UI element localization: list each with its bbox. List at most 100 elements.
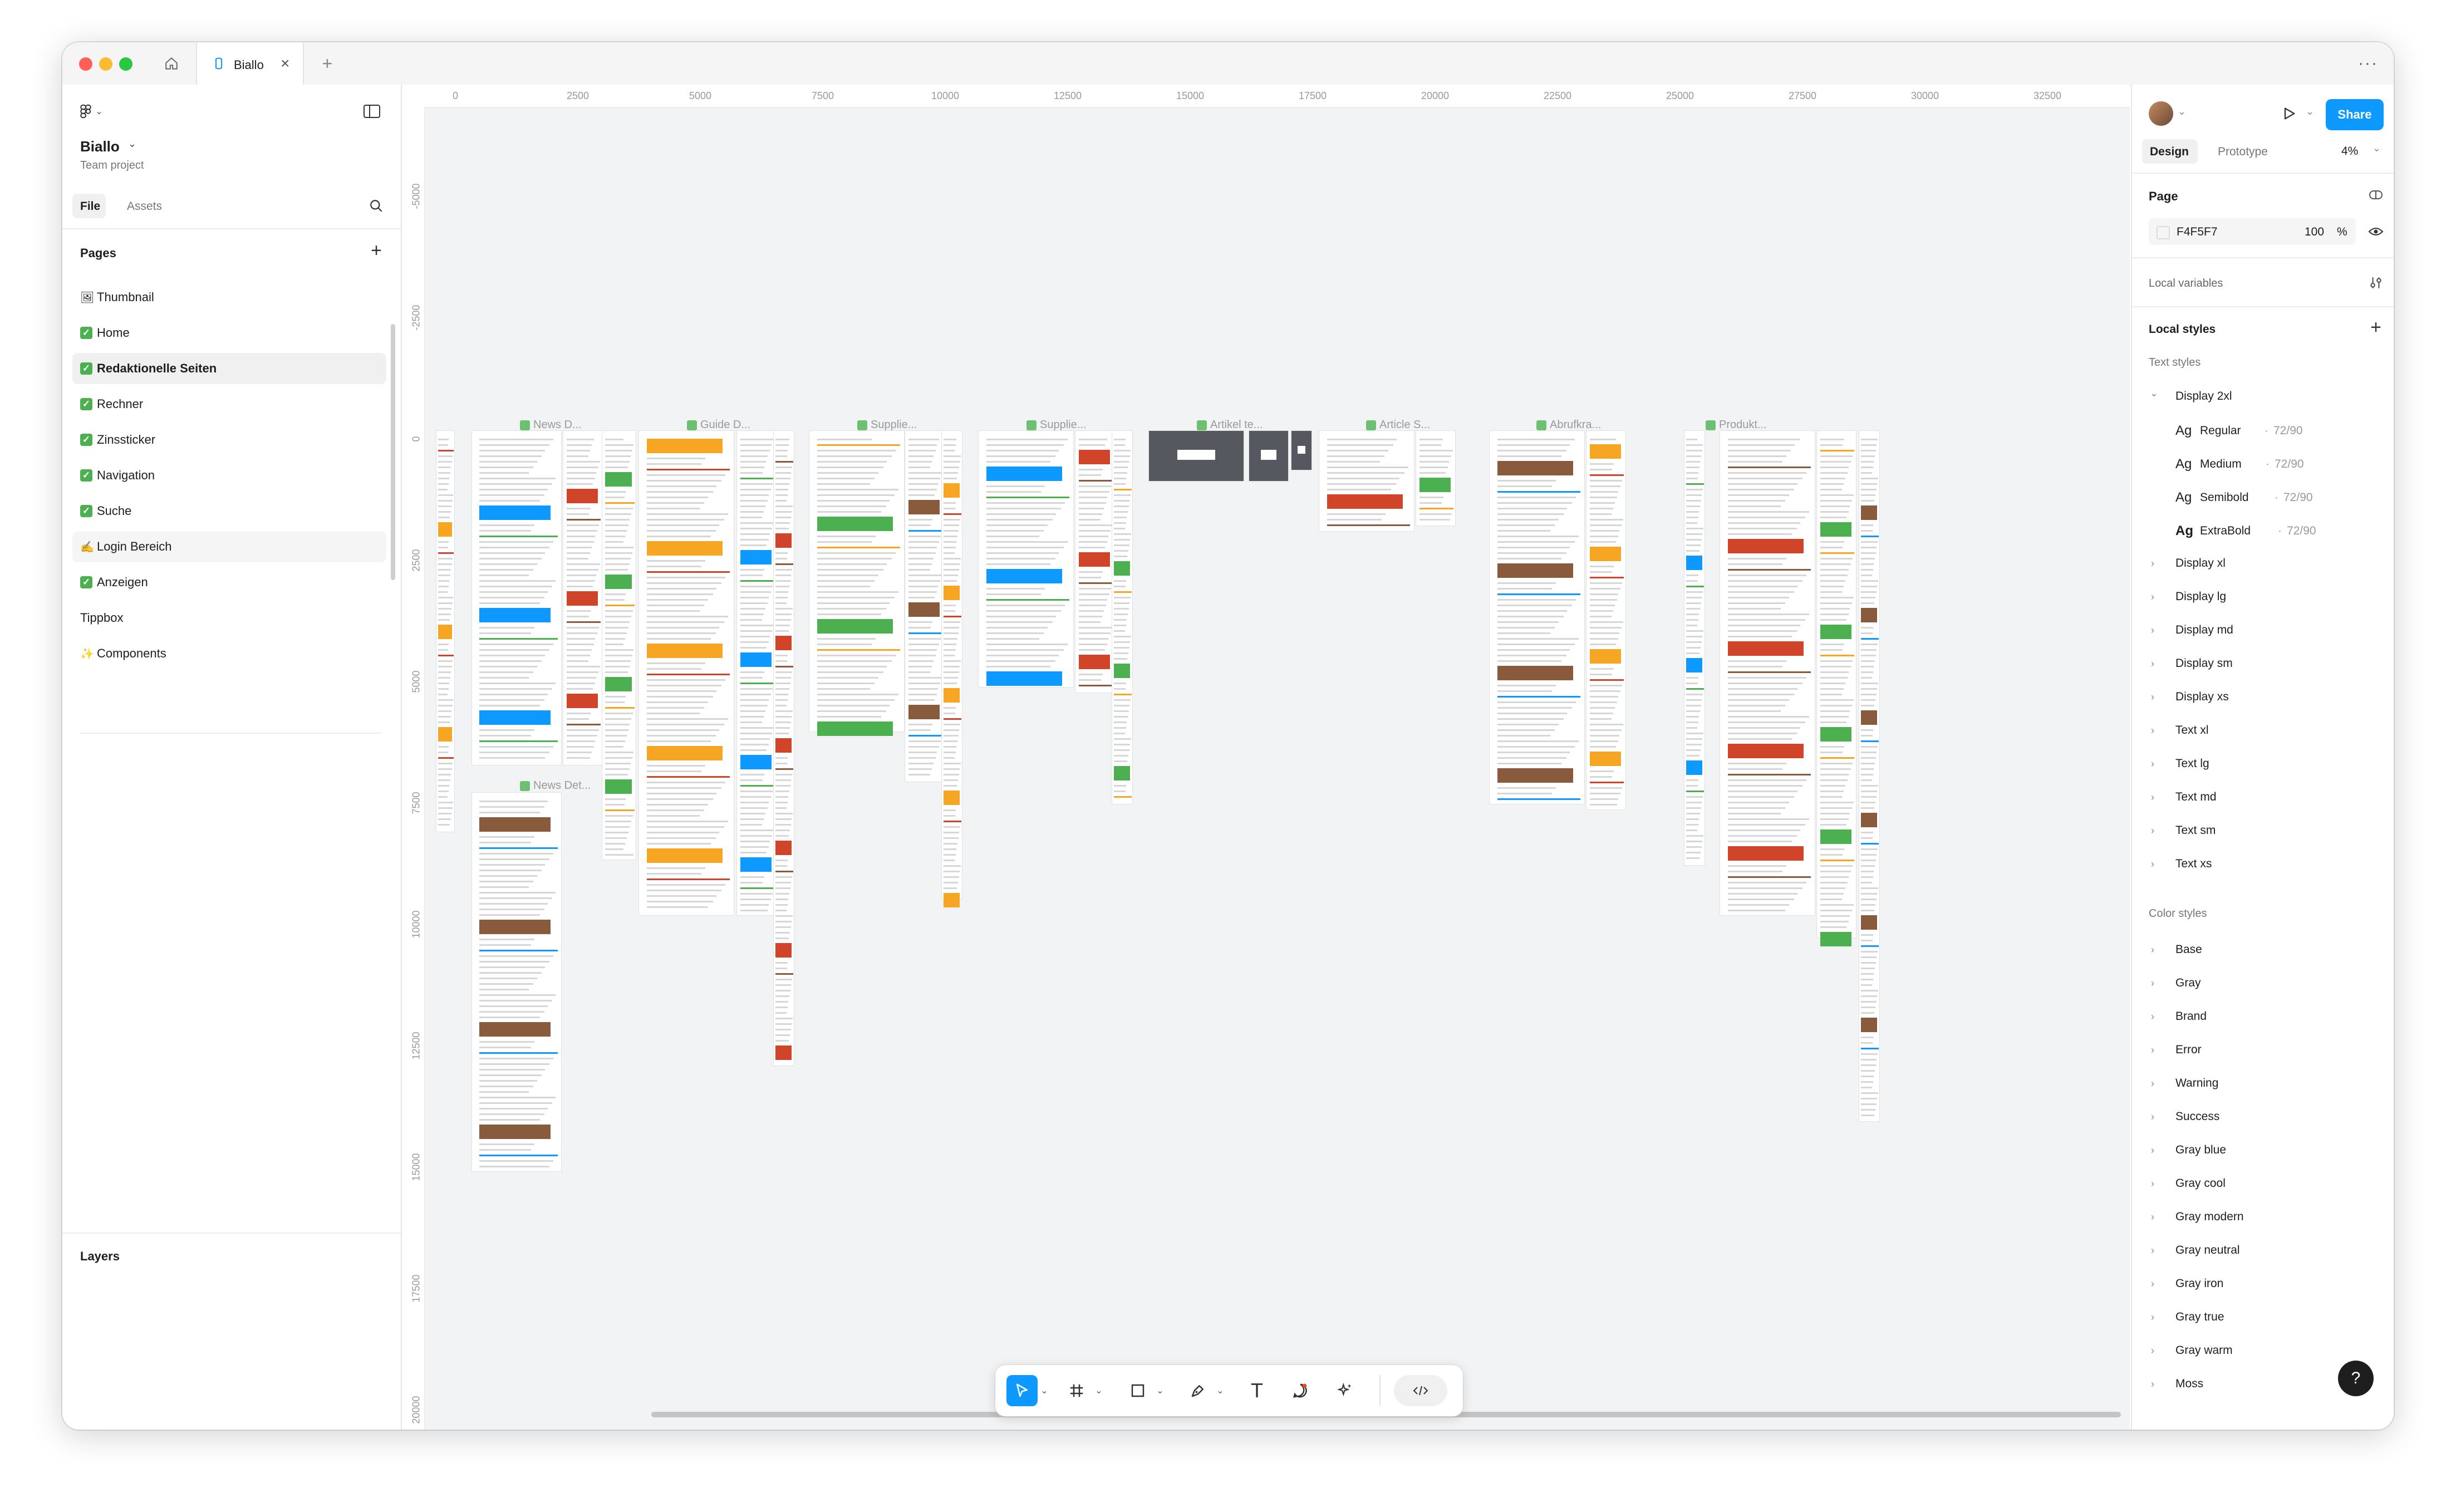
design-frame[interactable] — [737, 431, 776, 915]
actions-ai-button[interactable] — [1329, 1375, 1360, 1406]
color-style-group-item[interactable]: Gray iron — [2175, 1277, 2224, 1290]
color-style-group-item[interactable]: Success — [2175, 1110, 2220, 1123]
minimize-window-button[interactable] — [99, 57, 112, 71]
tab-assets[interactable]: Assets — [127, 200, 163, 213]
chevron-right-icon[interactable]: › — [2151, 1345, 2154, 1356]
page-color-value[interactable]: F4F5F7 — [2177, 225, 2218, 238]
present-chevron-icon[interactable]: ⌄ — [2306, 106, 2315, 117]
chevron-right-icon[interactable]: › — [2151, 978, 2154, 989]
file-tab[interactable]: Biallo × — [196, 42, 304, 86]
home-icon[interactable] — [160, 53, 183, 73]
chevron-right-icon[interactable]: › — [2151, 1078, 2154, 1089]
text-style-item[interactable]: Semibold — [2200, 491, 2249, 504]
section-label[interactable]: Guide D... — [687, 419, 750, 431]
page-item-navigation[interactable]: ✓Navigation — [72, 460, 386, 491]
color-style-group-item[interactable]: Gray blue — [2175, 1143, 2227, 1156]
section-label[interactable]: News Det... — [520, 779, 591, 792]
main-menu-icon[interactable]: ⌄ — [77, 100, 104, 122]
design-frame[interactable] — [1720, 431, 1815, 915]
color-style-group-item[interactable]: Warning — [2175, 1077, 2219, 1089]
design-frame[interactable] — [639, 431, 734, 915]
more-menu-icon[interactable]: ··· — [2358, 54, 2378, 72]
page-settings-icon[interactable] — [2366, 185, 2386, 205]
color-style-group-item[interactable]: Moss — [2175, 1377, 2204, 1390]
comment-tool-button[interactable] — [1285, 1375, 1316, 1406]
design-frame[interactable] — [1817, 431, 1856, 946]
style-group-item[interactable]: Text md — [2175, 791, 2217, 803]
avatar[interactable] — [2149, 101, 2173, 126]
frame-tool-chevron-icon[interactable]: ⌄ — [1095, 1386, 1103, 1396]
design-frame[interactable] — [1075, 431, 1114, 693]
chevron-right-icon[interactable]: › — [2151, 625, 2154, 636]
chevron-right-icon[interactable]: › — [2151, 1111, 2154, 1122]
variables-icon[interactable] — [2366, 273, 2386, 293]
design-canvas[interactable]: News D... Guide D... Supplie... Supplie.… — [425, 108, 2130, 1430]
color-style-group-item[interactable]: Base — [2175, 943, 2202, 956]
style-group-item[interactable]: Display xl — [2175, 557, 2226, 570]
chevron-right-icon[interactable]: › — [2151, 691, 2154, 703]
file-name-chevron-icon[interactable]: ⌄ — [128, 138, 137, 149]
design-frame[interactable] — [472, 431, 561, 765]
design-frame[interactable] — [1586, 431, 1625, 809]
present-play-icon[interactable] — [2278, 102, 2300, 125]
style-group-display-2xl[interactable]: Display 2xl — [2175, 390, 2232, 402]
design-frame[interactable] — [1249, 431, 1288, 481]
chevron-down-icon[interactable]: ⌄ — [2178, 106, 2187, 117]
design-frame[interactable] — [979, 431, 1073, 687]
chevron-right-icon[interactable]: › — [2151, 1211, 2154, 1223]
chevron-right-icon[interactable]: › — [2151, 1044, 2154, 1056]
color-style-group-item[interactable]: Gray modern — [2175, 1210, 2244, 1223]
color-style-group-item[interactable]: Error — [2175, 1043, 2202, 1056]
design-frame[interactable] — [563, 431, 602, 765]
pen-tool-button[interactable] — [1182, 1375, 1214, 1406]
design-frame[interactable] — [942, 431, 962, 907]
style-group-item[interactable]: Text xs — [2175, 857, 2212, 870]
color-style-group-item[interactable]: Gray neutral — [2175, 1244, 2240, 1256]
rectangle-tool-button[interactable] — [1122, 1375, 1153, 1406]
page-opacity-value[interactable]: 100 — [2305, 225, 2325, 238]
section-label[interactable]: Abrufkra... — [1536, 419, 1601, 431]
chevron-right-icon[interactable]: › — [2151, 1145, 2154, 1156]
section-label[interactable]: Artikel te... — [1197, 419, 1263, 431]
chevron-right-icon[interactable]: › — [2151, 658, 2154, 669]
close-window-button[interactable] — [79, 57, 92, 71]
page-item-home[interactable]: ✓Home — [72, 317, 386, 348]
chevron-right-icon[interactable]: › — [2151, 792, 2154, 803]
page-item-login-bereich[interactable]: ✍Login Bereich — [72, 531, 386, 562]
move-tool-button[interactable] — [1006, 1375, 1038, 1406]
chevron-right-icon[interactable]: › — [2151, 758, 2154, 769]
color-style-group-item[interactable]: Brand — [2175, 1010, 2207, 1023]
file-name[interactable]: Biallo — [80, 138, 120, 155]
local-variables-label[interactable]: Local variables — [2149, 277, 2223, 289]
close-tab-icon[interactable]: × — [281, 55, 290, 72]
chevron-right-icon[interactable]: › — [2151, 944, 2154, 955]
chevron-right-icon[interactable]: › — [2151, 591, 2154, 602]
text-tool-button[interactable]: T — [1251, 1379, 1263, 1402]
style-group-item[interactable]: Display xs — [2175, 690, 2229, 703]
chevron-down-icon[interactable]: ⌄ — [2150, 387, 2159, 399]
page-item-redaktionelle-seiten[interactable]: ✓Redaktionelle Seiten — [72, 353, 386, 384]
tab-file[interactable]: File — [72, 194, 106, 218]
page-item-anzeigen[interactable]: ✓Anzeigen — [72, 567, 386, 598]
eye-icon[interactable] — [2366, 222, 2386, 242]
design-frame[interactable] — [905, 431, 944, 782]
chevron-right-icon[interactable]: › — [2151, 1378, 2154, 1390]
design-frame[interactable] — [1319, 431, 1414, 531]
rectangle-tool-chevron-icon[interactable]: ⌄ — [1156, 1386, 1164, 1396]
page-color-field[interactable]: F4F5F7 100 % — [2149, 218, 2356, 245]
design-frame[interactable] — [1149, 431, 1244, 481]
design-frame[interactable] — [472, 793, 561, 1171]
color-style-group-item[interactable]: Gray true — [2175, 1310, 2224, 1323]
style-group-item[interactable]: Text xl — [2175, 724, 2209, 737]
toggle-sidebar-icon[interactable] — [361, 101, 383, 121]
zoom-chevron-icon[interactable]: ⌄ — [2373, 143, 2381, 154]
page-item-components[interactable]: ✨Components — [80, 646, 166, 660]
share-button[interactable]: Share — [2326, 99, 2384, 130]
design-frame[interactable] — [1112, 431, 1132, 804]
style-group-item[interactable]: Display lg — [2175, 590, 2227, 603]
page-item-suche[interactable]: ✓Suche — [72, 495, 386, 527]
new-tab-icon[interactable]: + — [322, 53, 333, 73]
dev-mode-toggle[interactable] — [1394, 1375, 1447, 1406]
